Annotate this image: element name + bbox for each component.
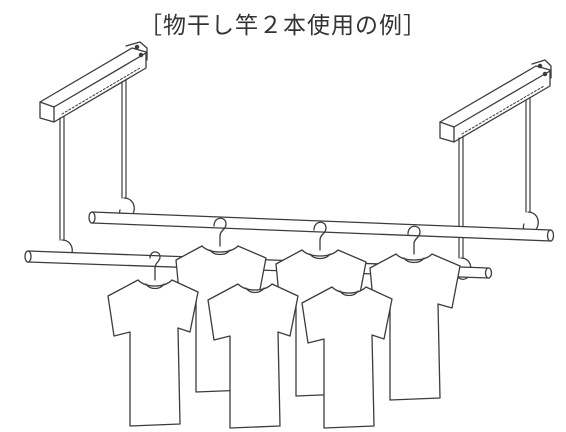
front-shirt-necklines [145, 283, 359, 297]
back-shirt-necklines [209, 249, 425, 264]
left-ceiling-bracket [39, 41, 148, 123]
back-pole [88, 211, 555, 242]
back-pole-hangers [213, 217, 421, 255]
suspension-wires [59, 79, 531, 259]
diagram-caption: ［物干し竿２本使用の例］ [139, 13, 427, 39]
front-row-shirts [107, 279, 393, 429]
right-ceiling-bracket [439, 59, 552, 143]
shirt-front-1 [107, 279, 199, 427]
